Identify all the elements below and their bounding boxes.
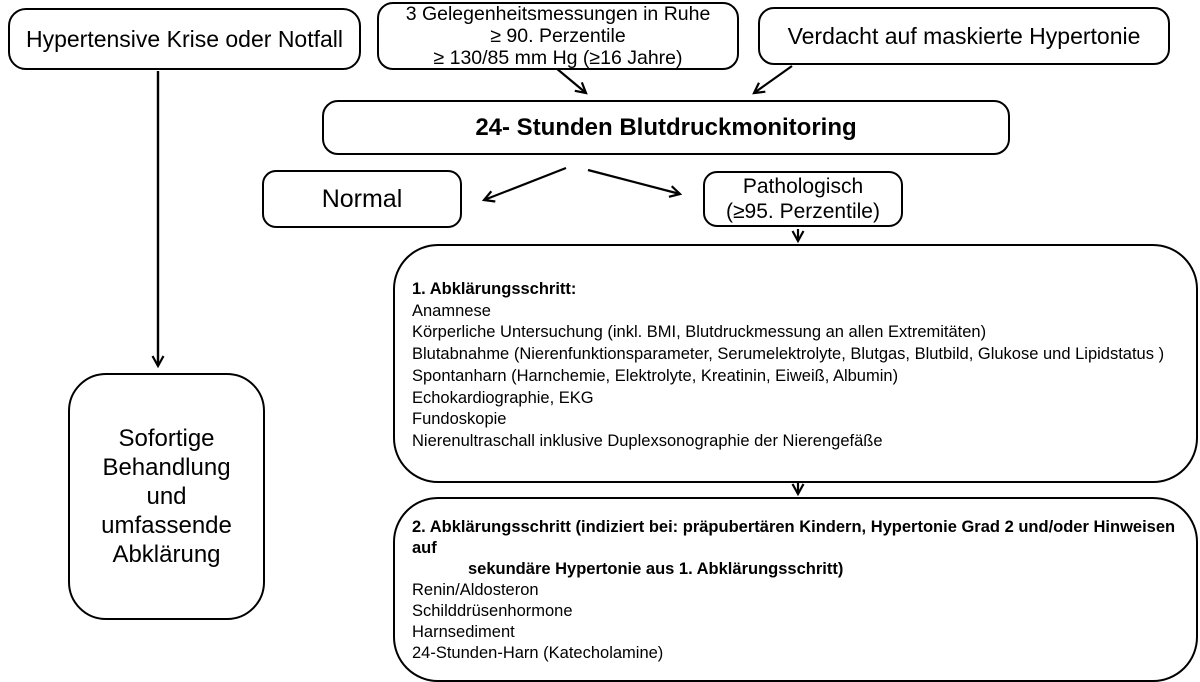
- node-line: Behandlung: [102, 454, 231, 481]
- schritt2-item: Renin/Aldosteron: [412, 581, 539, 599]
- node-abklaerungsschritt-1: 1. Abklärungsschritt: Anamnese Körperlic…: [393, 244, 1198, 483]
- arrow-messungen-to-monitoring: [555, 67, 588, 95]
- schritt1-item: Blutabnahme (Nierenfunktionsparameter, S…: [412, 345, 1165, 364]
- schritt2-title-line1: 2. Abklärungsschritt (indiziert bei: prä…: [412, 518, 1176, 557]
- node-abklaerungsschritt-2: 2. Abklärungsschritt (indiziert bei: prä…: [393, 497, 1198, 682]
- schritt2-item: Harnsediment: [412, 623, 515, 641]
- schritt1-item: Fundoskopie: [412, 410, 507, 429]
- node-hypertensive-krise: Hypertensive Krise oder Notfall: [8, 8, 361, 70]
- node-normal: Normal: [262, 170, 462, 228]
- schritt1-title: 1. Abklärungsschritt:: [412, 280, 577, 298]
- schritt2-item: Schilddrüsenhormone: [412, 602, 573, 620]
- node-line: 3 Gelegenheitsmessungen in Ruhe: [405, 3, 711, 25]
- node-sofortige-behandlung: Sofortige Behandlung und umfassende Abkl…: [68, 373, 265, 620]
- schritt1-item: Echokardiographie, EKG: [412, 388, 594, 407]
- arrow-monitoring-to-normal: [481, 166, 567, 203]
- schritt1-item: Spontanharn (Harnchemie, Elektrolyte, Kr…: [412, 366, 899, 385]
- node-line: ≥ 90. Perzentile: [490, 25, 626, 47]
- node-line: ≥ 130/85 mm Hg (≥16 Jahre): [433, 47, 683, 69]
- node-line: und: [146, 483, 187, 510]
- schritt1-item: Anamnese: [412, 301, 491, 320]
- node-label: Hypertensive Krise oder Notfall: [25, 25, 344, 52]
- schritt2-title-line2: sekundäre Hypertonie aus 1. Abklärungssc…: [468, 560, 844, 578]
- node-line: Abklärung: [112, 541, 221, 568]
- schritt2-item: 24-Stunden-Harn (Katecholamine): [412, 644, 664, 662]
- node-label: Normal: [321, 184, 403, 213]
- node-maskierte-hypertonie: Verdacht auf maskierte Hypertonie: [758, 7, 1170, 65]
- node-line: Sofortige: [118, 425, 215, 452]
- flowchart-page: { "diagram": { "title": "Abklärung der a…: [8, 2, 1198, 682]
- node-line: (≥95. Perzentile): [726, 200, 880, 223]
- arrow-monitoring-to-pathologisch: [587, 168, 683, 198]
- node-pathologisch: Pathologisch (≥95. Perzentile): [703, 171, 903, 227]
- arrow-verdacht-to-monitoring: [752, 65, 793, 95]
- node-blutdruckmonitoring: 24- Stunden Blutdruckmonitoring: [322, 100, 1010, 155]
- node-line: Pathologisch: [742, 175, 864, 198]
- schritt1-item: Körperliche Untersuchung (inkl. BMI, Blu…: [412, 323, 987, 342]
- node-line: umfassende: [101, 512, 232, 539]
- node-label: 24- Stunden Blutdruckmonitoring: [475, 113, 857, 141]
- node-label: Verdacht auf maskierte Hypertonie: [787, 22, 1141, 49]
- schritt1-item: Nierenultraschall inklusive Duplexsonogr…: [412, 431, 883, 450]
- node-gelegenheitsmessungen: 3 Gelegenheitsmessungen in Ruhe ≥ 90. Pe…: [377, 2, 739, 70]
